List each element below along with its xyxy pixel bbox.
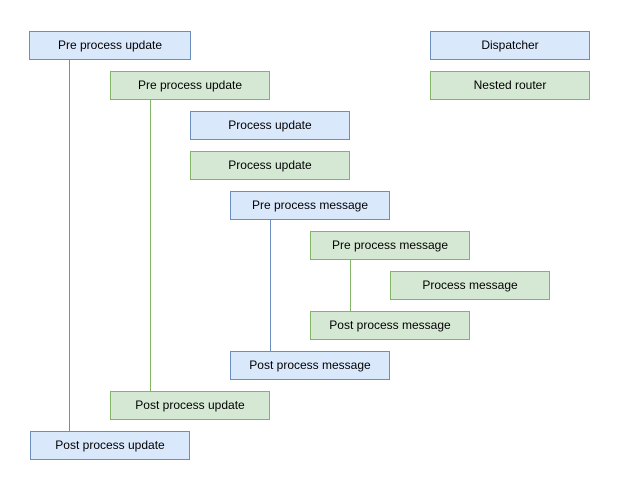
node-post-process-message-dispatcher[interactable]: Post process message — [230, 351, 390, 380]
node-pre-process-update-dispatcher[interactable]: Pre process update — [29, 31, 191, 60]
node-pre-process-message-dispatcher[interactable]: Pre process message — [230, 191, 390, 220]
node-pre-process-message-router[interactable]: Pre process message — [310, 231, 470, 260]
node-post-process-update-router[interactable]: Post process update — [110, 391, 270, 420]
node-process-message-router[interactable]: Process message — [390, 271, 550, 300]
node-process-update-router[interactable]: Process update — [190, 151, 350, 180]
legend-node-nested-router[interactable]: Nested router — [430, 71, 590, 100]
legend-node-dispatcher[interactable]: Dispatcher — [430, 31, 590, 60]
node-post-process-update-dispatcher[interactable]: Post process update — [30, 431, 190, 460]
edge-pre-update-blue-to-post-update-blue — [69, 60, 70, 431]
node-pre-process-update-router[interactable]: Pre process update — [110, 71, 270, 100]
node-process-update-dispatcher[interactable]: Process update — [190, 111, 350, 140]
edge-pre-update-green-to-post-update-green — [150, 100, 151, 391]
edge-pre-message-green-to-post-message-green — [350, 260, 351, 311]
node-post-process-message-router[interactable]: Post process message — [310, 311, 470, 340]
edge-pre-message-blue-to-post-message-blue — [270, 220, 271, 351]
